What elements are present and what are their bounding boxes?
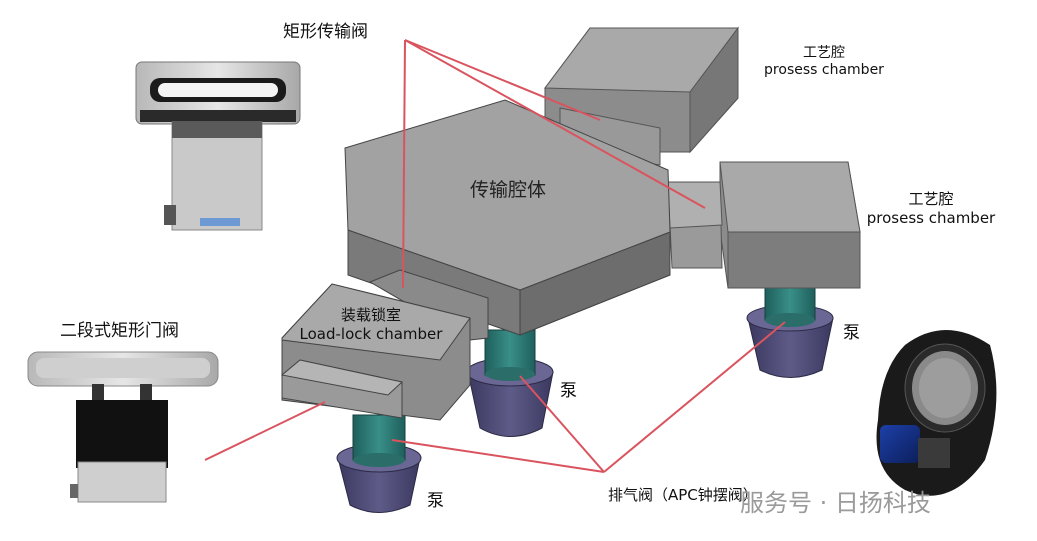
label-process-chamber-2: 工艺腔 prosess chamber bbox=[858, 188, 1004, 227]
loadlock-chamber bbox=[280, 269, 489, 421]
label-loadlock-en: Load-lock chamber bbox=[299, 325, 443, 343]
label-transfer-chamber-body: 传输腔体 bbox=[470, 179, 547, 201]
two-stage-valve-photo bbox=[27, 351, 219, 503]
label-process-chamber-1-en: prosess chamber bbox=[764, 62, 884, 78]
pump-right bbox=[746, 279, 834, 378]
leader-lines bbox=[204, 39, 786, 473]
label-pump-right: 泵 bbox=[843, 323, 860, 343]
label-loadlock: 装载锁室 Load-lock chamber bbox=[290, 304, 452, 343]
label-process-chamber-1-cn: 工艺腔 bbox=[803, 45, 845, 61]
label-exhaust-valve: 排气阀（APC钟摆阀） bbox=[608, 486, 758, 504]
pump-left bbox=[336, 414, 422, 513]
label-process-chamber-2-cn: 工艺腔 bbox=[908, 190, 954, 208]
rect-transfer-valve-photo bbox=[135, 61, 301, 231]
label-two-stage-valve: 二段式矩形门阀 bbox=[60, 321, 179, 341]
watermark: 服务号 · 日扬科技 bbox=[740, 489, 931, 517]
label-rect-transfer-valve: 矩形传输阀 bbox=[283, 22, 368, 42]
label-process-chamber-1: 工艺腔 prosess chamber bbox=[752, 42, 896, 78]
label-process-chamber-2-en: prosess chamber bbox=[866, 209, 996, 227]
label-pump-left: 泵 bbox=[427, 491, 444, 511]
process-chamber-right bbox=[719, 161, 861, 289]
pump-middle bbox=[466, 329, 554, 437]
apc-pendulum-valve-photo bbox=[876, 330, 997, 496]
label-loadlock-cn: 装载锁室 bbox=[340, 306, 401, 324]
label-pump-middle: 泵 bbox=[560, 381, 577, 401]
connector-right bbox=[667, 181, 723, 269]
